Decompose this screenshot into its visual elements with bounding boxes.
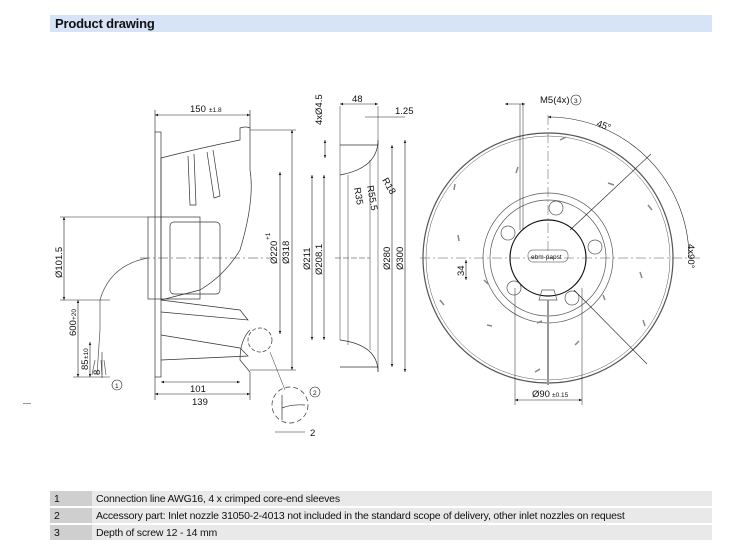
dim-text-150: 150 xyxy=(190,104,206,115)
dim-text-r18: R18 xyxy=(379,176,397,197)
dim-text-2: 2 xyxy=(310,428,315,439)
dim-arc-45 xyxy=(547,115,690,259)
note-text: Connection line AWG16, 4 x crimped core-… xyxy=(92,491,712,506)
detail-circle xyxy=(247,327,273,353)
dim-text-85: 85 xyxy=(80,359,91,370)
impeller-vanes xyxy=(439,136,653,373)
dim-text-48: 48 xyxy=(352,94,363,105)
dim-text-101-5: Ø101.5 xyxy=(54,247,65,278)
dim-line-90-ray xyxy=(573,289,648,365)
dim-text-holes: 4xØ4.5 xyxy=(314,94,325,125)
section-title: Product drawing xyxy=(55,16,155,31)
impeller-lip xyxy=(239,329,251,373)
callout-2-text: 2 xyxy=(313,390,317,397)
dim-tol-90: ±0.15 xyxy=(552,392,569,399)
logo-text: ebm-papst xyxy=(531,254,562,261)
dim-text-318: Ø318 xyxy=(281,241,292,264)
dim-tol-85: ±10 xyxy=(83,348,90,359)
notes-table: 1 Connection line AWG16, 4 x crimped cor… xyxy=(50,489,712,542)
dim-tol-600: +20 xyxy=(71,309,78,320)
dim-tol-220: +1 xyxy=(265,232,272,240)
cable-gland xyxy=(538,289,558,301)
detail-leader xyxy=(269,351,286,391)
cable xyxy=(97,257,149,361)
nozzle-upper-profile xyxy=(339,139,379,176)
callout-2: 2 xyxy=(309,386,321,398)
dim-tol-150: ±1.8 xyxy=(209,107,222,114)
dim-text-208-1: Ø208.1 xyxy=(314,244,325,275)
mounting-plate xyxy=(154,131,162,378)
callout-3: 3 xyxy=(570,94,582,106)
dim-text-45: 45° xyxy=(595,118,612,133)
table-row: 3 Depth of screw 12 - 14 mm xyxy=(50,525,712,540)
table-row: 1 Connection line AWG16, 4 x crimped cor… xyxy=(50,491,712,506)
front-view: ebm-papst xyxy=(420,94,700,405)
dim-text-139: 139 xyxy=(192,397,208,408)
note-number: 3 xyxy=(50,525,92,540)
dim-text-90: Ø90 xyxy=(532,389,550,400)
nozzle-lower-profile xyxy=(339,339,379,373)
cable-wires xyxy=(91,359,107,376)
note-number: 2 xyxy=(50,508,92,523)
impeller-lower-blade xyxy=(160,299,249,321)
impeller-lower-shroud xyxy=(160,334,249,361)
dim-text-8: 8 xyxy=(92,370,103,375)
table-row: 2 Accessory part: Inlet nozzle 31050-2-4… xyxy=(50,508,712,523)
note-text: Accessory part: Inlet nozzle 31050-2-401… xyxy=(92,508,712,523)
dim-text-r55-5: R55.5 xyxy=(364,185,379,212)
callout-1-text: 1 xyxy=(115,383,119,390)
dim-text-280: Ø280 xyxy=(382,247,393,270)
dim-text-600: 600 xyxy=(68,320,79,336)
motor-hub xyxy=(147,216,201,300)
product-drawing: 150 ±1.8 101 139 2 Ø220 +1 Ø318 Ø101.5 6… xyxy=(54,94,700,439)
side-view: 150 ±1.8 101 139 2 Ø220 +1 Ø318 Ø101.5 6… xyxy=(54,104,321,439)
dim-line-45-ray xyxy=(569,153,652,231)
dim-text-34: 34 xyxy=(456,265,467,276)
callout-3-text: 3 xyxy=(574,98,578,105)
dim-text-r35: R35 xyxy=(351,187,365,206)
dim-text-211: Ø211 xyxy=(302,247,313,270)
blade-strip xyxy=(187,153,197,206)
nozzle-view: 48 1.25 4xØ4.5 R18 R55.5 R35 Ø211 Ø208.1… xyxy=(302,94,414,373)
dim-text-220: Ø220 xyxy=(269,241,280,264)
note-number: 1 xyxy=(50,491,92,506)
dim-text-4x90: 4x90° xyxy=(685,244,696,269)
dim-text-300: Ø300 xyxy=(395,247,406,270)
dim-text-1-25: 1.25 xyxy=(395,106,414,117)
note-text: Depth of screw 12 - 14 mm xyxy=(92,525,712,540)
detail-profile xyxy=(281,395,306,420)
blade-strip xyxy=(206,149,221,199)
impeller-upper xyxy=(160,126,252,301)
callout-1: 1 xyxy=(111,379,123,391)
dim-text-101: 101 xyxy=(190,384,206,395)
mounting-screws xyxy=(500,200,603,306)
section-header: Product drawing xyxy=(50,15,712,32)
detail-circle-enlarged xyxy=(271,386,309,424)
dim-text-m5: M5(4x) xyxy=(540,95,570,106)
divider-mark xyxy=(23,403,31,404)
